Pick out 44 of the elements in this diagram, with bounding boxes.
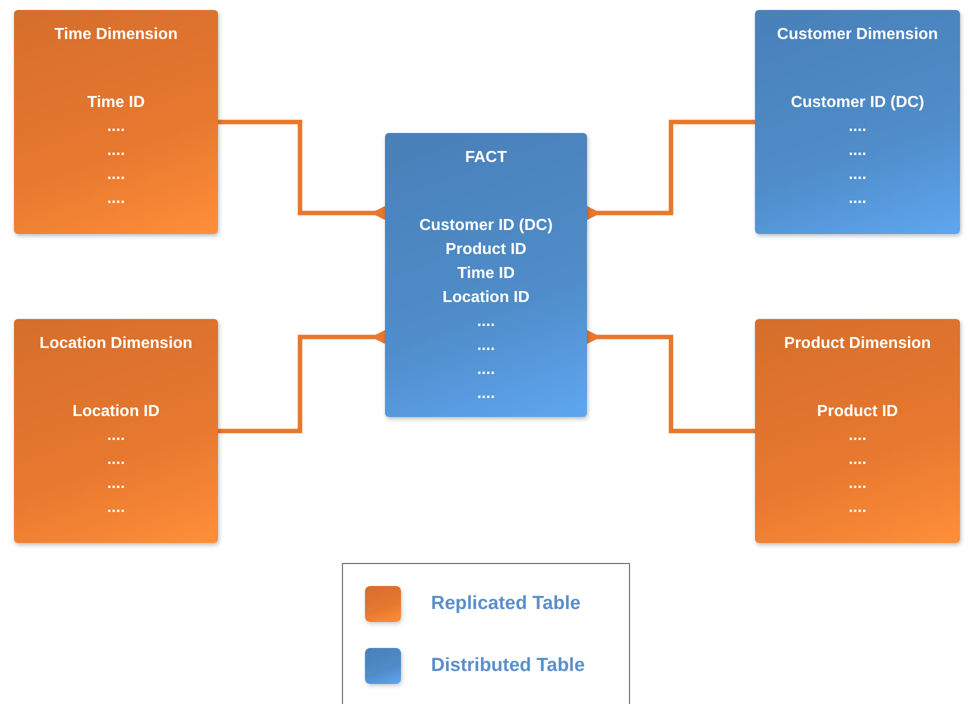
field-label: .... — [848, 190, 866, 208]
field-label: .... — [107, 427, 125, 445]
legend-label: Replicated Table — [431, 593, 581, 615]
connector — [587, 120, 755, 220]
field-label: .... — [848, 475, 866, 493]
field-label: .... — [848, 499, 866, 517]
field-label: .... — [477, 313, 495, 331]
field-label: Customer ID (DC) — [419, 217, 553, 235]
field-label: .... — [107, 166, 125, 184]
table-box — [755, 10, 960, 234]
field-label: .... — [107, 190, 125, 208]
field-label: Time ID — [457, 265, 515, 283]
table-title: FACT — [465, 149, 507, 167]
table-title: Product Dimension — [784, 335, 931, 353]
field-label: .... — [848, 427, 866, 445]
field-label: .... — [848, 451, 866, 469]
field-label: Time ID — [87, 94, 145, 112]
table-box — [14, 319, 218, 543]
table-title: Customer Dimension — [777, 26, 938, 44]
table-title: Location Dimension — [40, 335, 192, 353]
table-box — [14, 10, 218, 234]
field-label: .... — [107, 142, 125, 160]
field-label: Location ID — [72, 403, 160, 421]
connector — [218, 120, 385, 220]
field-label: .... — [477, 385, 495, 403]
connector — [218, 330, 385, 434]
field-label: Location ID — [442, 289, 530, 307]
table-box — [385, 133, 587, 417]
field-label: .... — [477, 361, 495, 379]
field-label: .... — [848, 118, 866, 136]
field-label: .... — [848, 166, 866, 184]
field-label: .... — [477, 337, 495, 355]
field-label: .... — [107, 475, 125, 493]
field-label: .... — [107, 451, 125, 469]
field-label: .... — [107, 118, 125, 136]
table-title: Time Dimension — [54, 26, 178, 44]
field-label: Customer ID (DC) — [790, 94, 924, 112]
field-label: Product ID — [817, 403, 898, 421]
field-label: .... — [107, 499, 125, 517]
field-label: .... — [848, 142, 866, 160]
table-box — [755, 319, 960, 543]
connector — [587, 330, 755, 434]
field-label: Product ID — [446, 241, 526, 259]
legend-label: Distributed Table — [431, 655, 585, 677]
